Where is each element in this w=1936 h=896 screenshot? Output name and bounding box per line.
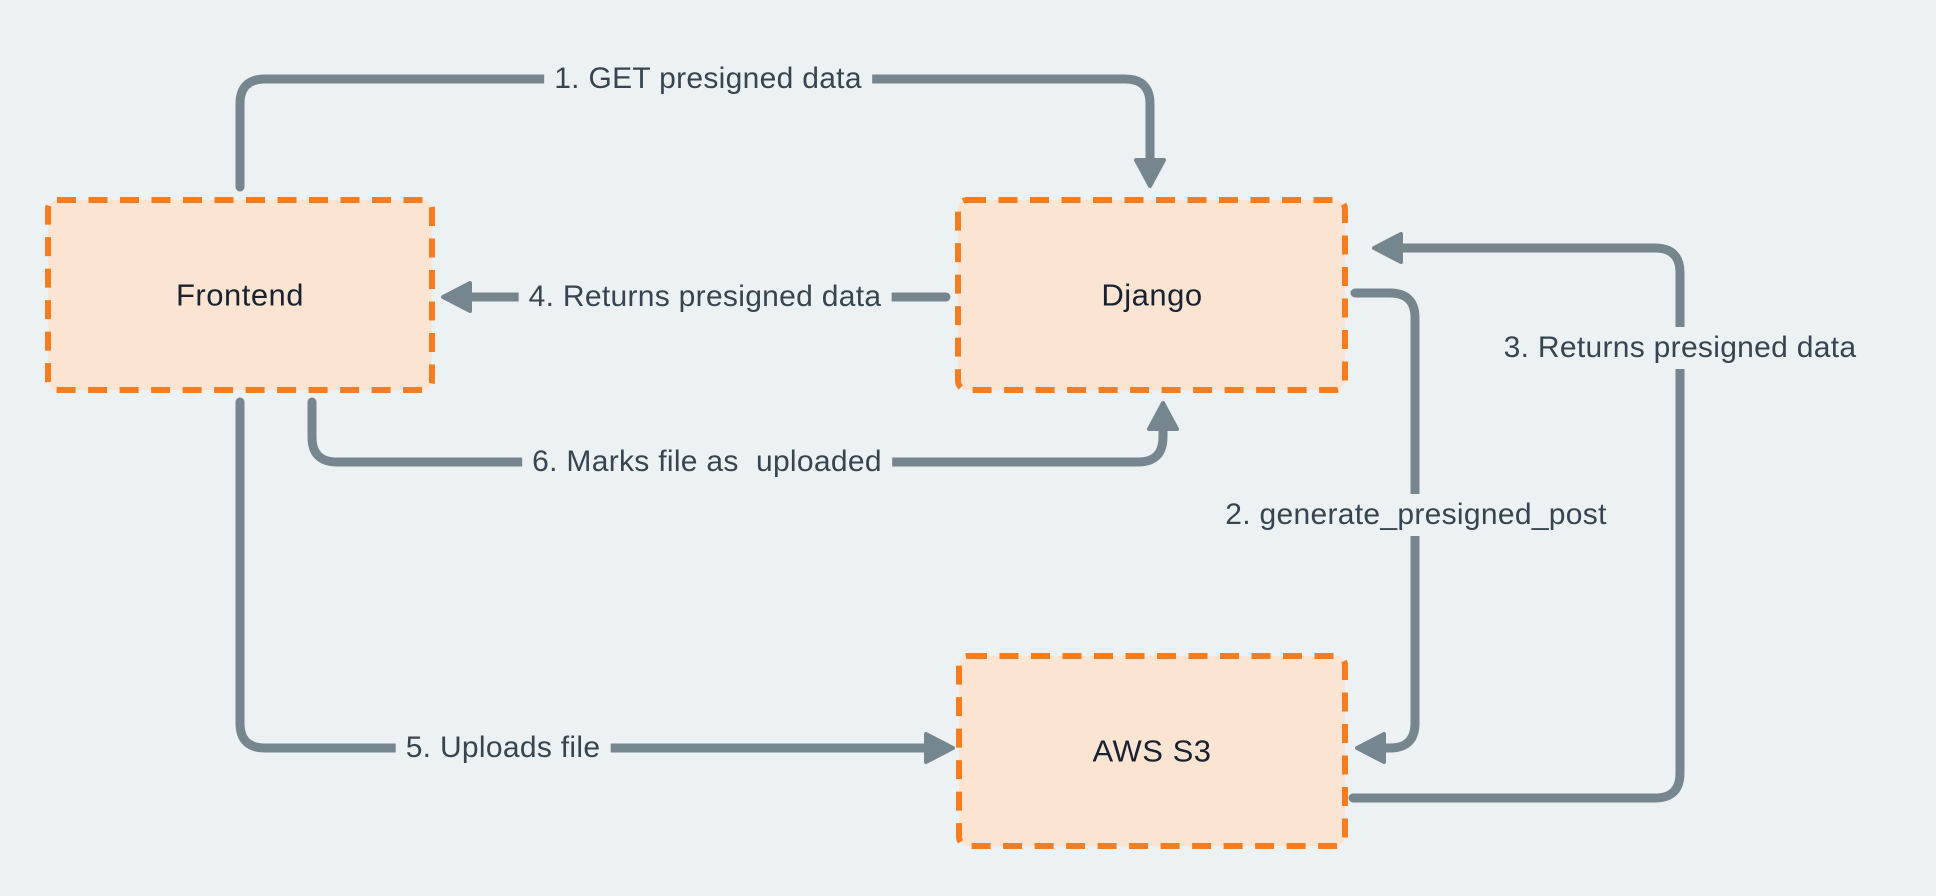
edge-label-3-returns-presigned-data: 3. Returns presigned data <box>1493 327 1867 369</box>
edge-4-arrowhead-left-icon <box>441 281 472 313</box>
edge-label-1-get-presigned-data: 1. GET presigned data <box>544 58 872 100</box>
edge-3-returns-presigned-data <box>1348 243 1685 803</box>
edge-1-arrowhead-down-icon <box>1134 158 1166 188</box>
edge-label-5-uploads-file: 5. Uploads file <box>395 727 611 769</box>
edge-label-6-marks-file-uploaded: 6. Marks file as uploaded <box>522 441 892 483</box>
edge-label-4-returns-presigned-data: 4. Returns presigned data <box>518 276 892 318</box>
node-django-box <box>955 197 1348 393</box>
edge-2-arrowhead-left-icon <box>1355 732 1386 764</box>
node-label-frontend: Frontend <box>175 277 305 313</box>
edge-5-arrowhead-right-icon <box>924 732 955 764</box>
node-label-django: Django <box>1101 277 1203 313</box>
edge-3-arrowhead-left-icon <box>1372 232 1403 264</box>
edge-6-arrowhead-up-icon <box>1147 401 1179 431</box>
node-frontend-box <box>45 197 435 393</box>
node-label-aws-s3: AWS S3 <box>1092 733 1212 769</box>
edge-5-uploads-file <box>235 397 932 753</box>
edge-label-2-generate-presigned-post: 2. generate_presigned_post <box>1215 494 1617 536</box>
node-aws-s3-box <box>956 653 1348 849</box>
